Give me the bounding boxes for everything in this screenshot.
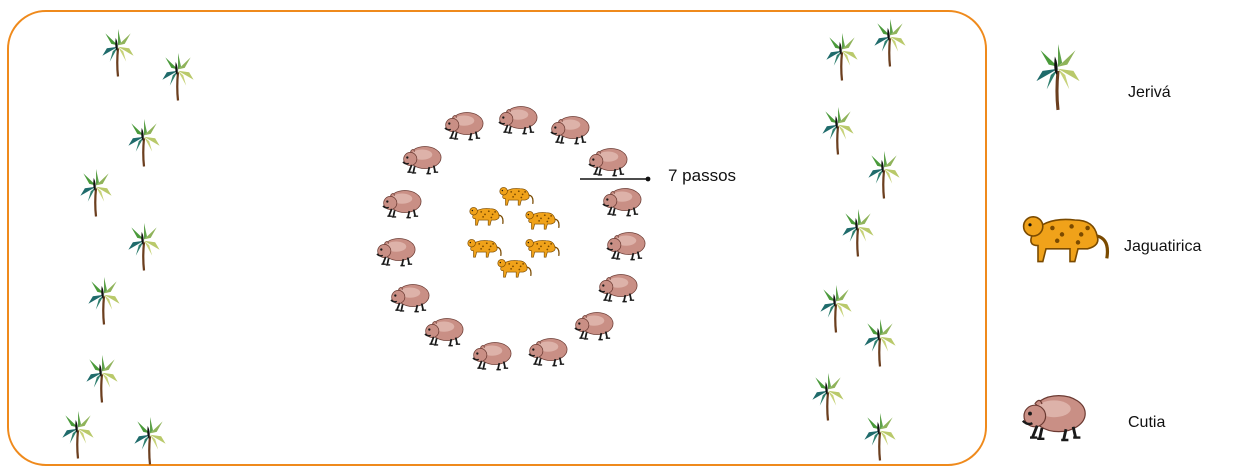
jaguar-icon [525, 210, 560, 230]
palm-tree-icon [818, 283, 854, 334]
palm-tree-icon [862, 411, 898, 462]
agouti-icon [498, 105, 538, 135]
agouti-icon [1021, 394, 1087, 442]
palm-tree-icon [84, 353, 120, 404]
jaguar-icon [525, 238, 560, 258]
palm-tree-icon [160, 51, 196, 102]
distance-label: 7 passos [668, 166, 737, 185]
agouti-icon [588, 147, 628, 177]
palm-tree-icon [126, 221, 162, 272]
agouti-icon [382, 189, 422, 219]
jaguar-icon [467, 238, 502, 258]
legend-label-cutia: Cutia [1128, 414, 1166, 431]
palm-tree-icon [820, 105, 856, 156]
palm-tree-icon [86, 275, 122, 326]
palm-tree-icon [872, 17, 908, 68]
scene-border [7, 10, 987, 466]
right-palm-group [810, 17, 908, 462]
palm-tree-icon [810, 371, 846, 422]
agouti-icon [550, 115, 590, 145]
palm-tree-icon [1036, 44, 1079, 110]
legend [1021, 44, 1110, 442]
palm-tree-icon [840, 207, 876, 258]
palm-tree-icon [132, 415, 168, 466]
agouti-icon [472, 341, 512, 371]
agouti-icon [402, 145, 442, 175]
distance-line-endpoint [645, 176, 651, 182]
agouti-icon [376, 237, 416, 267]
palm-tree-icon [866, 149, 902, 200]
legend-label-jaguatirica: Jaguatirica [1124, 238, 1202, 255]
agouti-icon [444, 111, 484, 141]
legend-label-jeriva: Jerivá [1128, 84, 1171, 101]
agouti-icon [598, 273, 638, 303]
left-palm-group [60, 27, 196, 466]
jaguar-cluster [467, 186, 560, 278]
palm-tree-icon [126, 117, 162, 168]
jaguar-icon [469, 206, 504, 226]
palm-tree-icon [824, 31, 860, 82]
agouti-icon [606, 231, 646, 261]
jaguar-icon [499, 186, 534, 206]
agouti-icon [424, 317, 464, 347]
agouti-icon [602, 187, 642, 217]
agouti-ring [376, 105, 646, 371]
palm-tree-icon [78, 167, 114, 218]
palm-tree-icon [100, 27, 136, 78]
palm-tree-icon [862, 317, 898, 368]
agouti-icon [528, 337, 568, 367]
agouti-icon [390, 283, 430, 313]
palm-tree-icon [60, 409, 96, 460]
agouti-icon [574, 311, 614, 341]
jaguar-icon [1021, 215, 1110, 264]
jaguar-icon [497, 258, 532, 278]
